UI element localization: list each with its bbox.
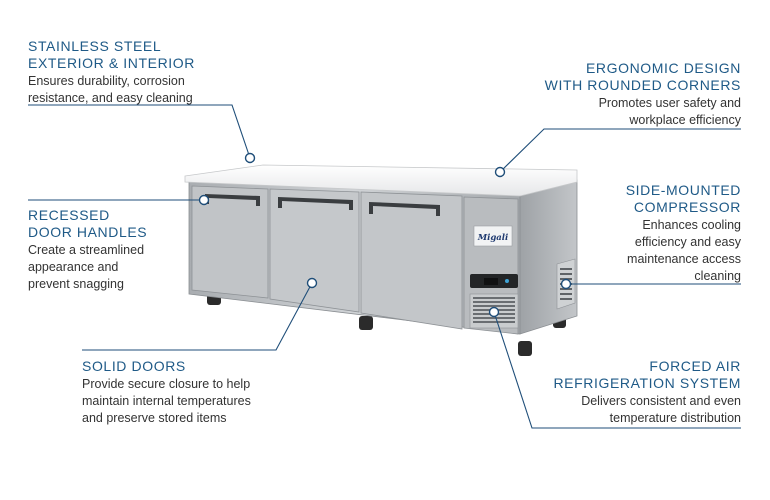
feature-solid-doors: SOLID DOORS Provide secure closure to he… [82, 358, 251, 427]
door-left [191, 185, 269, 299]
worktop [184, 164, 578, 197]
leader-doors [82, 282, 313, 351]
feature-description: Ensures durability, corrosion resistance… [28, 74, 193, 105]
feature-description: Delivers consistent and even temperature… [581, 394, 741, 425]
leader-forced-air [493, 311, 741, 429]
feature-description: Provide secure closure to help maintain … [82, 377, 251, 425]
feature-forced-air: FORCED AIR REFRIGERATION SYSTEM Delivers… [553, 358, 741, 427]
brand-plate: Migali [473, 225, 513, 247]
door-right [360, 191, 463, 330]
feature-title: SIDE-MOUNTED COMPRESSOR [625, 182, 741, 215]
feature-description: Enhances cooling efficiency and easy mai… [627, 218, 741, 283]
door-handle-left [205, 194, 260, 206]
refrigerator-unit: Migali [184, 164, 578, 356]
feature-ergonomic-design: ERGONOMIC DESIGN WITH ROUNDED CORNERS Pr… [545, 60, 741, 129]
marker-doors [306, 277, 318, 289]
cabinet-side [519, 179, 578, 335]
leader-stainless [28, 104, 251, 159]
feature-stainless-steel: STAINLESS STEEL EXTERIOR & INTERIOR Ensu… [28, 38, 195, 107]
feature-recessed-handles: RECESSED DOOR HANDLES Create a streamlin… [28, 207, 147, 293]
feature-title: RECESSED DOOR HANDLES [28, 207, 148, 240]
marker-stainless [244, 152, 256, 164]
feature-title: ERGONOMIC DESIGN WITH ROUNDED CORNERS [544, 60, 741, 93]
leader-lines [28, 104, 741, 429]
feature-description: Create a streamlined appearance and prev… [28, 243, 145, 291]
temperature-controller [470, 274, 518, 288]
marker-compressor [560, 278, 572, 290]
feature-title: FORCED AIR REFRIGERATION SYSTEM [553, 358, 741, 391]
feature-side-compressor: SIDE-MOUNTED COMPRESSOR Enhances cooling… [626, 182, 741, 285]
feature-title: STAINLESS STEEL EXTERIOR & INTERIOR [28, 38, 195, 71]
door-handle-middle [278, 197, 353, 210]
feature-description: Promotes user safety and workplace effic… [598, 96, 741, 127]
marker-forced-air [488, 306, 500, 318]
brand-logo: Migali [477, 233, 509, 243]
marker-ergonomic [494, 166, 506, 178]
leader-markers [198, 152, 572, 318]
marker-handles [198, 194, 210, 206]
door-handle-right [369, 202, 440, 216]
leader-ergonomic [499, 128, 741, 173]
feature-title: SOLID DOORS [82, 358, 186, 374]
door-middle [269, 188, 360, 313]
